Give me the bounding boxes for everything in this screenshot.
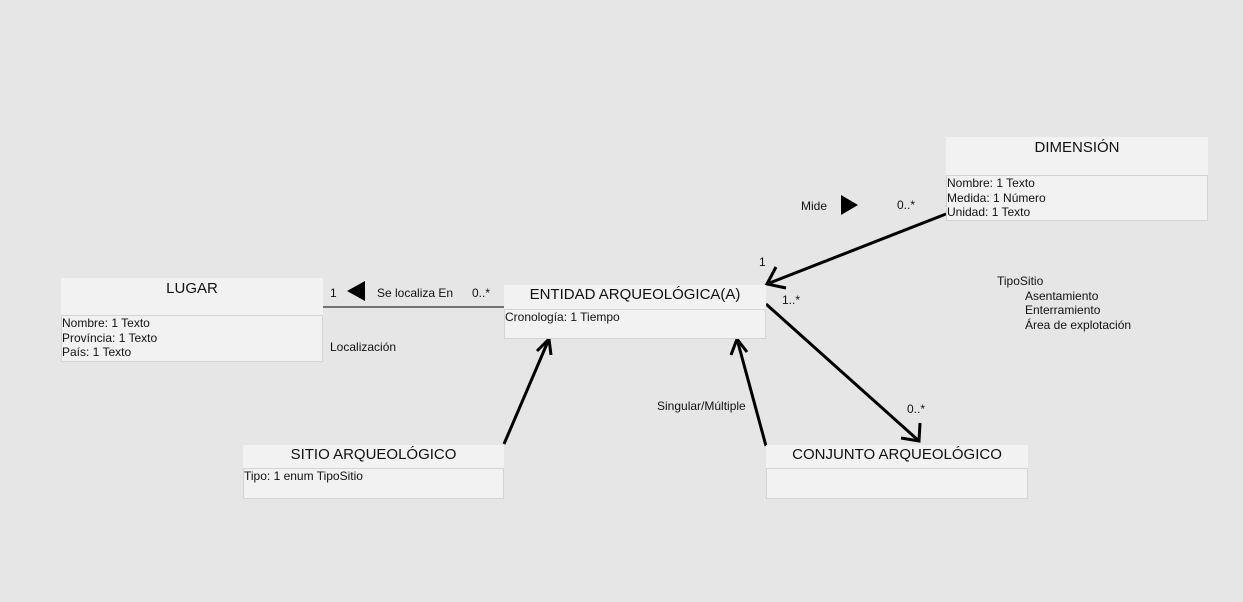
localiza-label: Se localiza En: [377, 286, 454, 300]
localiza-direction-triangle: [347, 281, 365, 301]
localiza-role-label: Localización: [330, 340, 397, 354]
enum-value: Enterramiento: [1025, 303, 1101, 317]
attribute: Tipo: 1 enum TipoSitio: [244, 469, 363, 483]
conjunto-multiplicity-entidad: 1..*: [782, 293, 801, 307]
class-conjunto-name: CONJUNTO ARQUEOLÓGICO: [766, 445, 1028, 468]
class-conjunto[interactable]: CONJUNTO ARQUEOLÓGICO: [766, 445, 1028, 499]
sitio-generalization-arrowhead: [535, 335, 553, 356]
conjunto-generalization-arrowhead: [729, 335, 749, 356]
class-sitio[interactable]: SITIO ARQUEOLÓGICO Tipo: 1 enum TipoSiti…: [243, 445, 504, 499]
class-dimension-name: DIMENSIÓN: [946, 137, 1208, 175]
mide-arrowhead: [764, 266, 787, 290]
class-entidad-attributes: Cronología: 1 Tiempo: [504, 309, 766, 339]
class-sitio-name: SITIO ARQUEOLÓGICO: [243, 445, 504, 468]
class-sitio-attributes: Tipo: 1 enum TipoSitio: [243, 468, 504, 499]
attribute: Unidad: 1 Texto: [947, 205, 1031, 219]
attribute: Cronología: 1 Tiempo: [505, 310, 620, 324]
mide-label: Mide: [801, 199, 828, 213]
attribute: Nombre: 1 Texto: [947, 176, 1035, 190]
mide-multiplicity-entidad: 1: [759, 255, 766, 269]
enum-value: Área de explotación: [1025, 317, 1132, 332]
attribute: País: 1 Texto: [62, 345, 132, 359]
class-lugar-name: LUGAR: [61, 278, 323, 315]
localiza-multiplicity-lugar: 1: [330, 286, 337, 300]
class-dimension[interactable]: DIMENSIÓN Nombre: 1 Texto Medida: 1 Núme…: [946, 137, 1208, 221]
enum-value: Asentamiento: [1025, 288, 1099, 303]
localiza-multiplicity-entidad: 0..*: [472, 286, 491, 300]
attribute: Medida: 1 Número: [947, 190, 1046, 205]
enum-tipositio-name: TipoSitio: [997, 274, 1044, 288]
class-lugar-attributes: Nombre: 1 Texto Província: 1 Texto País:…: [61, 315, 323, 362]
conjunto-multiplicity-conjunto: 0..*: [907, 402, 926, 416]
mide-association-line: [766, 212, 947, 286]
attribute: Nombre: 1 Texto: [62, 316, 150, 330]
generalization-label: Singular/Múltiple: [657, 399, 746, 413]
conjunto-generalization-line: [735, 338, 768, 447]
class-dimension-attributes: Nombre: 1 Texto Medida: 1 Número Unidad:…: [946, 175, 1208, 221]
sitio-generalization-line: [502, 338, 551, 445]
class-lugar[interactable]: LUGAR Nombre: 1 Texto Província: 1 Texto…: [61, 278, 323, 362]
enum-tipositio: TipoSitio Asentamiento Enterramiento Áre…: [997, 274, 1131, 332]
attribute: Província: 1 Texto: [62, 330, 158, 345]
class-entidad[interactable]: ENTIDAD ARQUEOLÓGICA(A) Cronología: 1 Ti…: [504, 285, 766, 339]
conjunto-association-line: [764, 302, 921, 443]
class-entidad-name: ENTIDAD ARQUEOLÓGICA(A): [504, 285, 766, 309]
class-conjunto-attributes: [766, 468, 1028, 499]
mide-multiplicity-dimension: 0..*: [897, 198, 916, 212]
mide-direction-triangle: [841, 195, 858, 215]
conjunto-arrowhead: [900, 422, 922, 443]
